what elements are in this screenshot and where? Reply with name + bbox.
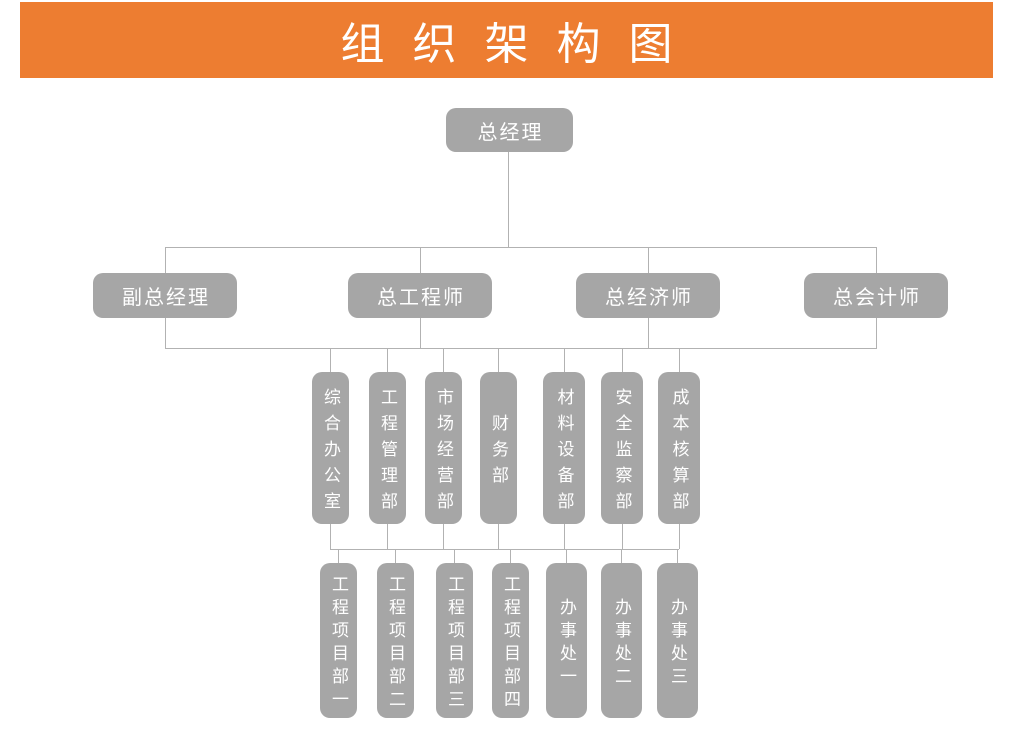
connector-drop-l4-4 xyxy=(510,549,511,563)
org-node-materials-equipment-dept: 材料设备部 xyxy=(543,372,585,524)
org-node-label: 总经济师 xyxy=(605,287,693,309)
org-node-chief-accountant: 总会计师 xyxy=(804,273,948,318)
org-node-label: 成本核算部 xyxy=(669,387,689,518)
connector-l1-stem xyxy=(508,152,509,247)
connector-stub-l2-3 xyxy=(648,318,649,348)
connector-drop-l3-6 xyxy=(622,348,623,372)
connector-bus-2 xyxy=(165,348,877,349)
org-node-label: 总经理 xyxy=(477,121,544,144)
org-node-project-dept-3: 工程项目部三 xyxy=(436,563,473,718)
org-node-general-manager: 总经理 xyxy=(446,108,573,152)
org-node-project-dept-1: 工程项目部一 xyxy=(320,563,357,718)
connector-stub-l3-2 xyxy=(387,524,388,549)
org-node-label: 办事处三 xyxy=(668,597,687,690)
org-node-marketing-operations-dept: 市场经营部 xyxy=(425,372,462,524)
org-node-label: 办事处一 xyxy=(557,597,576,690)
connector-stub-l2-4 xyxy=(876,318,877,348)
org-node-office-3: 办事处三 xyxy=(657,563,698,718)
connector-drop-l4-1 xyxy=(338,549,339,563)
org-node-project-dept-2: 工程项目部二 xyxy=(377,563,414,718)
org-node-office-1: 办事处一 xyxy=(546,563,587,718)
org-node-label: 工程项目部三 xyxy=(445,574,464,713)
connector-stub-l3-4 xyxy=(498,524,499,549)
org-node-engineering-management-dept: 工程管理部 xyxy=(369,372,406,524)
connector-drop-l4-3 xyxy=(454,549,455,563)
org-node-label: 财务部 xyxy=(489,413,508,492)
org-node-label: 材料设备部 xyxy=(554,387,574,518)
connector-bus-3 xyxy=(330,549,679,550)
org-node-office-2: 办事处二 xyxy=(601,563,642,718)
connector-stub-l3-1 xyxy=(330,524,331,549)
connector-drop-l3-4 xyxy=(498,348,499,372)
connector-stub-l2-1 xyxy=(165,318,166,348)
org-node-finance-dept: 财务部 xyxy=(480,372,517,524)
connector-stub-l2-2 xyxy=(420,318,421,348)
connector-drop-l3-1 xyxy=(330,348,331,372)
connector-drop-l2-3 xyxy=(648,247,649,273)
org-node-label: 市场经营部 xyxy=(434,387,453,518)
connector-bus-1 xyxy=(165,247,877,248)
page-title: 组织架构图 xyxy=(340,20,701,69)
connector-drop-l2-4 xyxy=(876,247,877,273)
connector-drop-l4-6 xyxy=(621,549,622,563)
connector-stub-l3-6 xyxy=(622,524,623,549)
org-node-label: 总会计师 xyxy=(833,287,921,309)
connector-drop-l3-5 xyxy=(564,348,565,372)
org-node-label: 工程管理部 xyxy=(378,387,397,518)
connector-drop-l4-2 xyxy=(395,549,396,563)
org-node-label: 工程项目部四 xyxy=(501,574,520,713)
org-node-label: 副总经理 xyxy=(122,287,210,309)
connector-drop-l3-7 xyxy=(679,348,680,372)
org-node-chief-economist: 总经济师 xyxy=(576,273,720,318)
org-node-chief-engineer: 总工程师 xyxy=(348,273,492,318)
connector-drop-l3-2 xyxy=(387,348,388,372)
connector-drop-l3-3 xyxy=(443,348,444,372)
org-node-safety-supervision-dept: 安全监察部 xyxy=(601,372,643,524)
org-node-label: 综合办公室 xyxy=(321,387,340,518)
connector-drop-l4-5 xyxy=(566,549,567,563)
connector-stub-l3-7 xyxy=(679,524,680,549)
connector-drop-l4-7 xyxy=(677,549,678,563)
org-node-label: 安全监察部 xyxy=(612,387,632,518)
org-node-label: 总工程师 xyxy=(377,287,465,309)
org-node-deputy-general-manager: 副总经理 xyxy=(93,273,237,318)
connector-drop-l2-1 xyxy=(165,247,166,273)
connector-drop-l2-2 xyxy=(420,247,421,273)
connector-stub-l3-3 xyxy=(443,524,444,549)
org-node-cost-accounting-dept: 成本核算部 xyxy=(658,372,700,524)
org-node-label: 工程项目部二 xyxy=(386,574,405,713)
org-node-general-office: 综合办公室 xyxy=(312,372,349,524)
org-node-label: 办事处二 xyxy=(612,597,631,690)
org-node-project-dept-4: 工程项目部四 xyxy=(492,563,529,718)
org-node-label: 工程项目部一 xyxy=(329,574,348,713)
connector-stub-l3-5 xyxy=(564,524,565,549)
title-banner: 组织架构图 xyxy=(20,2,993,78)
